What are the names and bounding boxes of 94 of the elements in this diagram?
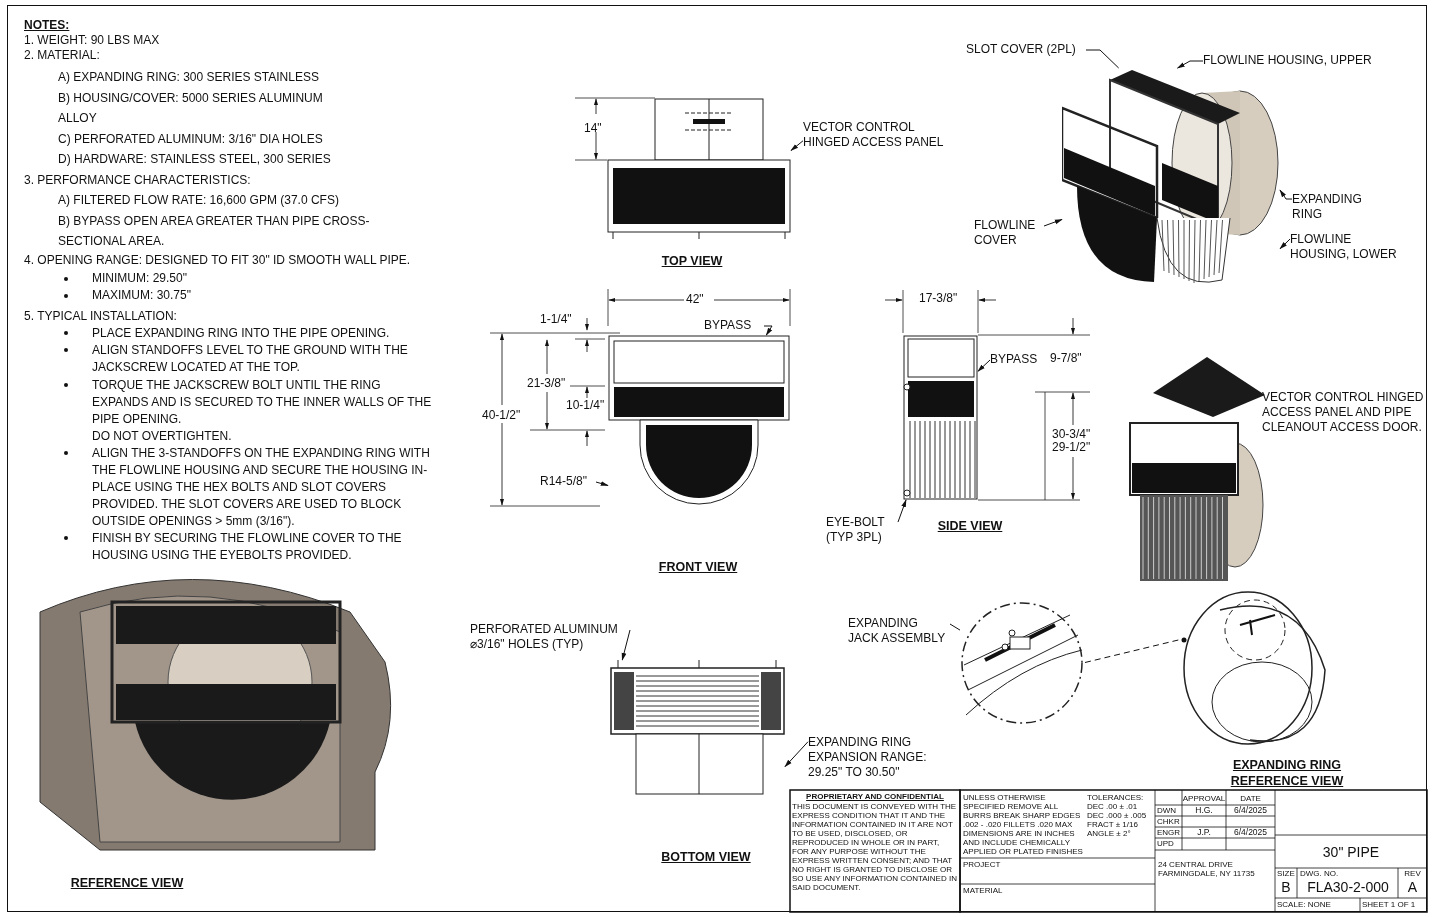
drawing-label: 17-3/8" — [919, 292, 959, 305]
leader-line — [790, 140, 804, 152]
note-text: 1. WEIGHT: 90 LBS MAX — [24, 33, 161, 48]
title-block-text: REV — [1403, 869, 1422, 879]
title-block-text: H.G. — [1194, 805, 1214, 815]
drawing-label: 40-1/2" — [482, 409, 522, 422]
drawing-label: 14" — [584, 122, 603, 135]
title-block-text: 24 CENTRAL DRIVE FARMINGDALE, NY 11735 — [1158, 860, 1256, 878]
title-block-text: MATERIAL — [963, 886, 1004, 896]
drawing-label: 1-1/4" — [540, 313, 573, 326]
view-title: TOP VIEW — [660, 253, 724, 269]
front-view-drawing — [608, 335, 790, 506]
title-block-text: J.P. — [1196, 827, 1212, 837]
title-block-text: UPD — [1157, 839, 1175, 849]
leader-line — [595, 481, 609, 486]
title-block-text: 6/4/2025 — [1232, 827, 1269, 837]
side-view-drawing — [903, 335, 978, 500]
note-text: DO NOT OVERTIGHTEN. — [92, 428, 233, 445]
drawing-label: 21-3/8" — [527, 377, 567, 390]
title-block-text: TOLERANCES: DEC .00 ± .01 DEC .000 ± .005 FRACT ± 1/16 ANGLE ± 2° — [1087, 793, 1148, 838]
drawing-label: BOTTOM VIEW — [660, 849, 752, 865]
title-block-text: SCALE: NONE — [1277, 900, 1332, 910]
leader-line — [621, 629, 631, 661]
note-text: 4. OPENING RANGE: DESIGNED TO FIT 30" ID SMOOTH WALL PIPE. — [24, 253, 412, 268]
title-block-text: PROPRIETARY AND CONFIDENTIAL — [805, 792, 945, 801]
callout-label: EXPANDING RING — [1292, 192, 1372, 222]
note-text: B) BYPASS OPEN AREA GREATER THAN PIPE CROSS-SECTIONAL AREA. — [58, 213, 371, 250]
view-title: SIDE VIEW — [936, 518, 1004, 534]
title-block-text: THIS DOCUMENT IS CONVEYED WITH THE EXPRESS CONDITION THAT IT AND THE INFORMATION CONTAINED IN IT ARE NOT TO BE USED, DISCLOSED, OR REPRODUCED IN WHOLE OR IN PART, FOR ANY PURPOSE WITHOUT THE EXPRESS WRITTEN CONSENT; AND THAT NO RIGHT IS GRANTED TO DISCLOSE OR SO USE ANY INFORMATION CONTAINED IN SAID DOCUMENT. — [792, 802, 958, 892]
radius-label: R14-5/8" — [540, 474, 596, 489]
callout-label: FLOWLINE COVER — [974, 218, 1044, 248]
top-view-drawing — [607, 98, 791, 240]
bottom-view-drawing — [610, 660, 785, 795]
note-text: TORQUE THE JACKSCREW BOLT UNTIL THE RING EXPANDS AND IS SECURED TO THE INNER WALLS OF THE PIPE OPENING. — [92, 377, 433, 428]
leader-line — [977, 359, 991, 372]
note-text: ALIGN THE 3-STANDOFFS ON THE EXPANDING RING WITH THE FLOWLINE HOUSING AND SECURE THE HOUSING IN-PLACE USING THE HEX BOLTS AND SLOT COVERS PROVIDED. THE SLOT COVERS ARE USED TO BLOCK OUTSIDE OPENINGS > 5mm (3/16"). — [92, 445, 431, 530]
title-block-text: CHKR — [1157, 817, 1181, 827]
title-block-text: FLA30-2-000 — [1306, 879, 1390, 895]
callout-label: SLOT COVER (2PL) — [966, 42, 1086, 57]
drawing-label: 42" — [686, 293, 705, 306]
callout-label: EXPANDING RING EXPANSION RANGE: 29.25" TO 30.50" — [808, 735, 938, 780]
note-text: 5. TYPICAL INSTALLATION: — [24, 309, 178, 324]
note-text: C) PERFORATED ALUMINUM: 3/16" DIA HOLES — [58, 131, 324, 148]
title-block-text: SHEET 1 OF 1 — [1362, 900, 1417, 910]
callout-label: FLOWLINE HOUSING, LOWER — [1290, 232, 1410, 262]
title-block-text: DWG. NO. — [1300, 869, 1340, 879]
note-text: MINIMUM: 29.50" — [92, 271, 188, 286]
drawing-label: 29-1/2" — [1052, 441, 1092, 454]
title-block-text: 30" PIPE — [1321, 843, 1381, 861]
callout-label: EYE-BOLT (TYP 3PL) — [826, 515, 898, 545]
leader-line — [949, 623, 961, 631]
title-block-text: 6/4/2025 — [1232, 805, 1269, 815]
leader-line — [1085, 49, 1120, 69]
view-title: EXPANDING RING REFERENCE VIEW — [1229, 757, 1345, 789]
callout-label: BYPASS — [704, 318, 764, 333]
drawing-label: REFERENCE VIEW — [69, 875, 185, 891]
callout-label: PERFORATED ALUMINUM ⌀3/16" HOLES (TYP) — [470, 622, 630, 652]
drawing-label: VECTOR CONTROL HINGED ACCESS PANEL AND PIPE CLEANOUT ACCESS DOOR. — [1262, 390, 1425, 435]
title-block-text: APPROVAL — [1182, 794, 1226, 804]
leader-line — [897, 499, 907, 523]
drawing-label: 9-7/8" — [1050, 352, 1083, 365]
title-block-text: DWN — [1157, 806, 1178, 816]
note-text: PLACE EXPANDING RING INTO THE PIPE OPENING. — [92, 325, 391, 342]
callout-label: BYPASS — [990, 352, 1050, 367]
note-text: A) FILTERED FLOW RATE: 16,600 GPM (37.0 CFS) — [58, 192, 340, 209]
title-block-text: DATE — [1239, 794, 1262, 804]
title-block-text: B — [1280, 879, 1292, 895]
callout-label: VECTOR CONTROL HINGED ACCESS PANEL — [803, 120, 953, 150]
leader-line — [1043, 218, 1063, 227]
note-text: 3. PERFORMANCE CHARACTERISTICS: — [24, 172, 252, 189]
leader-line — [763, 325, 773, 336]
drawing-label: 10-1/4" — [566, 399, 606, 412]
callout-label: FLOWLINE HOUSING, UPPER — [1203, 53, 1383, 68]
drawing-label: 30-3/4" — [1052, 428, 1092, 441]
leader-line — [1279, 238, 1291, 250]
leader-line — [1176, 60, 1204, 69]
dashed-leader-line — [1084, 639, 1181, 663]
title-block-text: A — [1406, 879, 1419, 895]
note-text: 2. MATERIAL: — [24, 48, 101, 63]
note-text: ALIGN STANDOFFS LEVEL TO THE GROUND WITH THE JACKSCREW LOCATED AT THE TOP. — [92, 342, 409, 376]
note-text: MAXIMUM: 30.75" — [92, 288, 192, 303]
drawing-label: FRONT VIEW — [657, 559, 739, 575]
note-text: D) HARDWARE: STAINLESS STEEL, 300 SERIES — [58, 151, 332, 168]
note-text: NOTES: — [24, 18, 71, 33]
leader-line — [784, 741, 809, 768]
callout-label: EXPANDING JACK ASSEMBLY — [848, 616, 950, 646]
note-text: B) HOUSING/COVER: 5000 SERIES ALUMINUM ALLOY — [58, 90, 324, 127]
title-block-text: UNLESS OTHERWISE SPECIFIED REMOVE ALL BURRS BREAK SHARP EDGES .002 - .020 FILLETS .020 MAX DIMENSIONS ARE IN INCHES AND INCLUDE CHEMICALLY APPLIED OR PLATED FINISHES — [963, 793, 1084, 856]
title-block-text: PROJECT — [963, 860, 1002, 870]
title-block-text: ENGR — [1157, 828, 1182, 838]
note-text: FINISH BY SECURING THE FLOWLINE COVER TO THE HOUSING USING THE EYEBOLTS PROVIDED. — [92, 530, 403, 564]
leader-line — [1279, 189, 1293, 200]
note-text: A) EXPANDING RING: 300 SERIES STAINLESS — [58, 69, 320, 86]
title-block-text: SIZE — [1277, 869, 1296, 879]
